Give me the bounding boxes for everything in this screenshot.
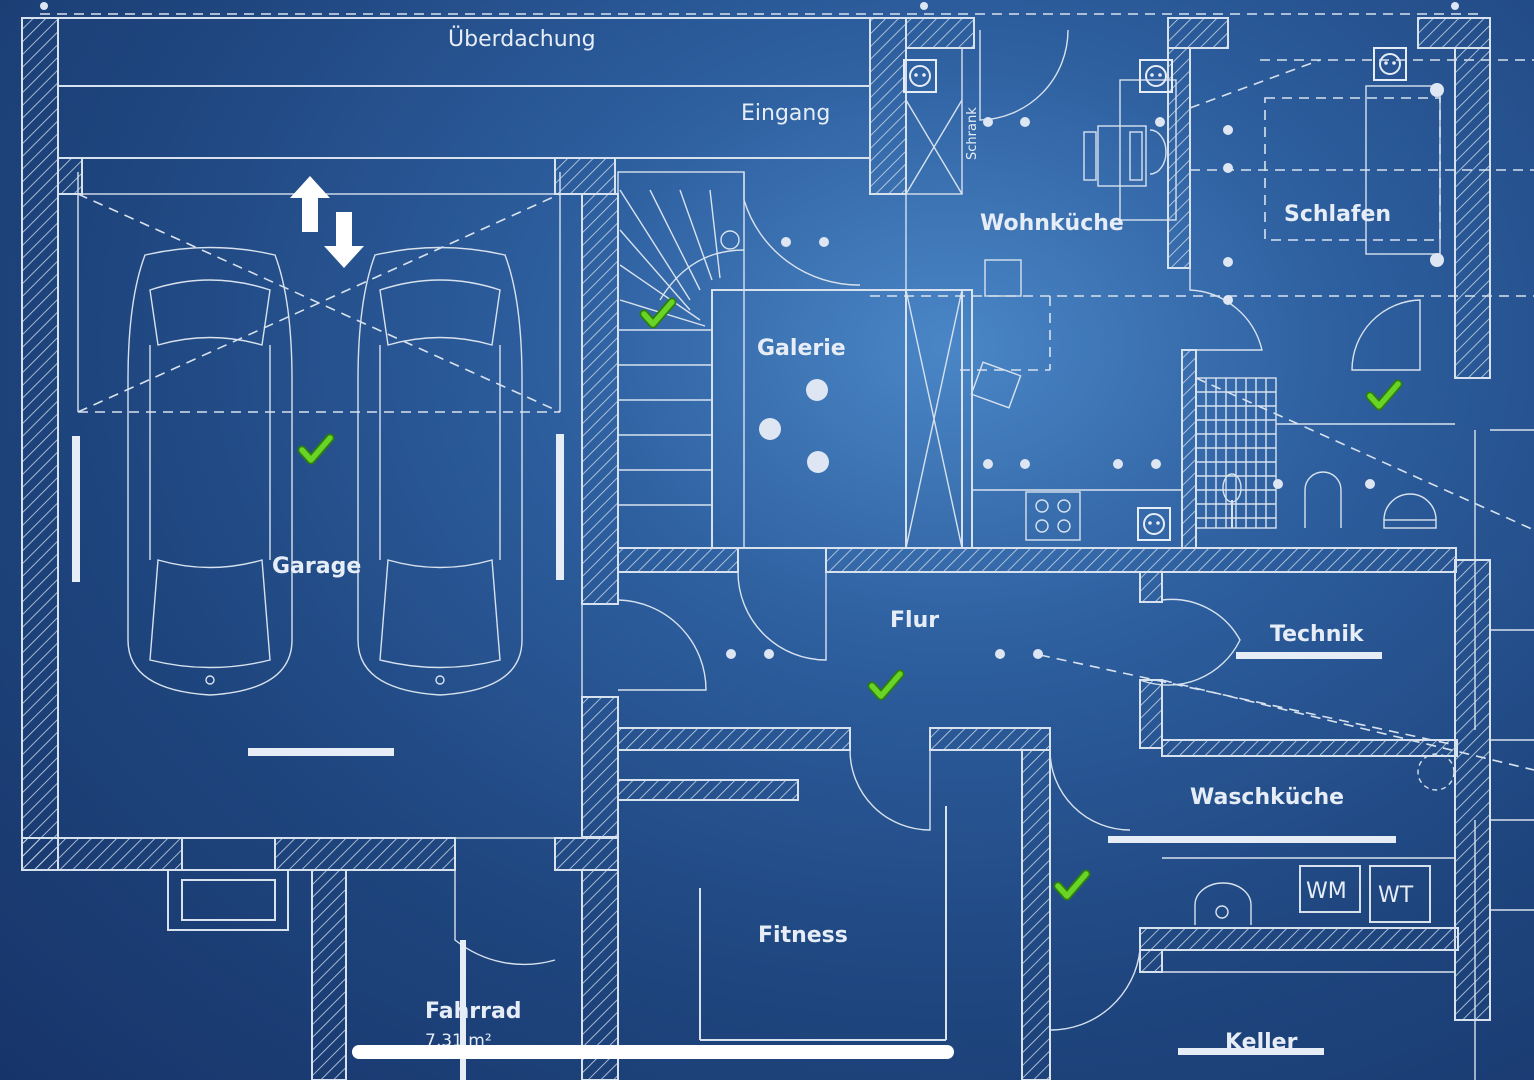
label-schrank: Schrank [965,107,980,160]
checkmark-icon [302,438,330,460]
walls [21,17,1491,1080]
label-wt: WT [1378,883,1414,908]
label-flur: Flur [890,608,939,633]
label-wm: WM [1306,879,1347,904]
interior-lines [57,29,1534,1080]
power-socket-icon [1137,507,1171,541]
label-schlafen: Schlafen [1284,202,1391,227]
light-points [40,2,1459,659]
label-galerie: Galerie [757,336,846,361]
label-garage: Garage [272,554,361,579]
power-socket-icon [903,59,937,93]
label-wohnkueche: Wohnküche [980,211,1124,236]
checkmark-icon [872,674,900,696]
shower-tiles [1195,377,1277,529]
label-fahrrad: Fahrrad [425,999,522,1024]
home-indicator-bar[interactable] [352,1045,954,1059]
roof-overhang [40,13,1480,159]
label-waschkueche: Waschküche [1190,785,1344,810]
checkmark-icon [1058,874,1086,896]
power-socket-icon [1373,47,1407,81]
label-fitness: Fitness [758,923,848,948]
car-left [127,246,293,696]
label-technik: Technik [1270,622,1365,647]
car-right [357,246,523,696]
label-keller: Keller [1225,1030,1298,1055]
checkmark-icon [1370,384,1398,406]
checkmark-icon [644,302,672,324]
label-ueberdachung: Überdachung [448,26,596,52]
label-eingang: Eingang [741,101,830,126]
swap-arrows-icon [290,176,364,268]
